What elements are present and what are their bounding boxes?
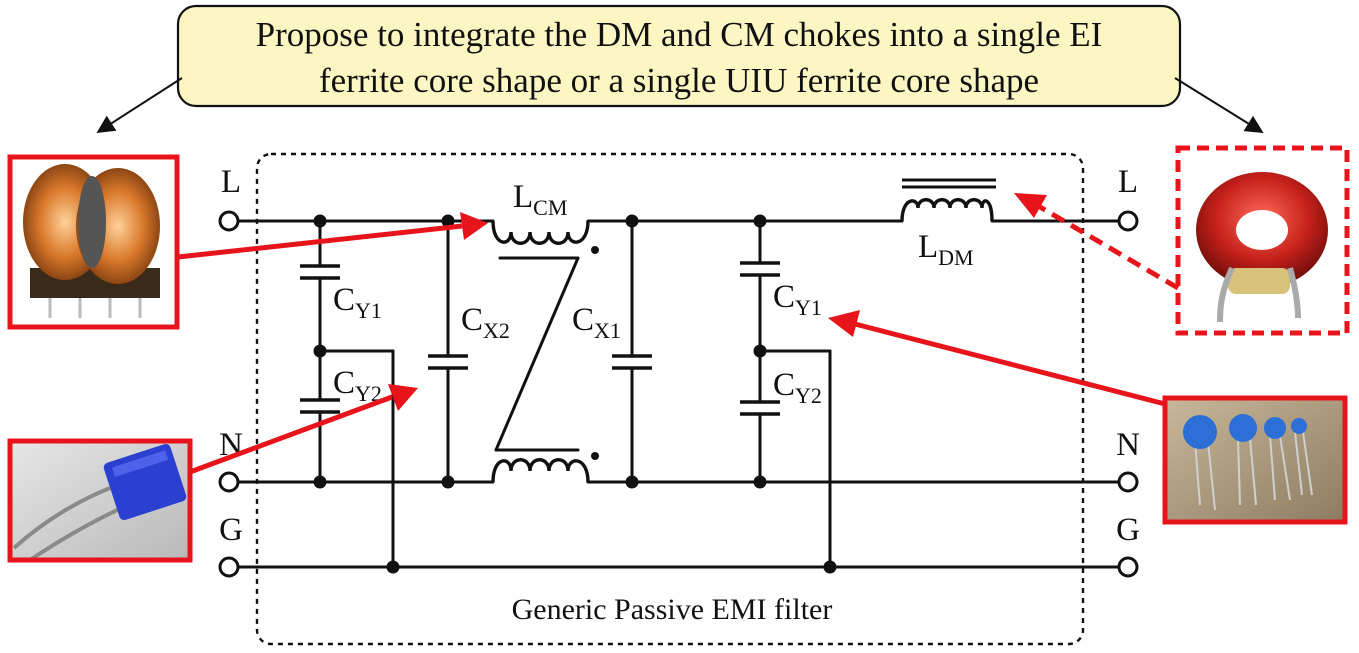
lcm-upper-coil bbox=[491, 220, 590, 245]
wiring bbox=[236, 219, 1121, 569]
photo-film-capacitor bbox=[7, 438, 193, 563]
label-cy2-left: CY2 bbox=[333, 365, 382, 406]
filter-boundary bbox=[255, 152, 1085, 646]
pointer-arrows bbox=[177, 193, 1180, 475]
arrow-ceramic-to-cy1 bbox=[854, 321, 1166, 407]
title-arrow-left bbox=[96, 77, 183, 133]
photo-toroid-inductor bbox=[1175, 145, 1350, 336]
terminal-right-g bbox=[1117, 556, 1139, 578]
terminal-label-right-g: G bbox=[1116, 512, 1140, 548]
arrow-head bbox=[1014, 193, 1047, 218]
inductor-coils bbox=[491, 178, 996, 483]
title-callout: Propose to integrate the DM and CM choke… bbox=[96, 4, 1264, 133]
terminals: L N G L N G bbox=[218, 164, 1140, 578]
label-lcm: LCM bbox=[513, 179, 567, 220]
arrow-toroid-to-ldm bbox=[1038, 204, 1180, 291]
photo-ceramic-capacitors bbox=[1162, 395, 1348, 525]
terminal-label-left-g: G bbox=[219, 512, 243, 548]
title-line-2: ferrite core shape or a single UIU ferri… bbox=[319, 61, 1039, 100]
label-ldm: LDM bbox=[918, 229, 974, 270]
lcm-polarity-dot bbox=[591, 452, 599, 460]
label-cy2-right: CY2 bbox=[773, 367, 822, 408]
label-cy1-left: CY1 bbox=[333, 282, 382, 323]
label-cx1: CX1 bbox=[572, 302, 621, 343]
title-arrow-right bbox=[1174, 77, 1264, 133]
title-box bbox=[176, 4, 1182, 108]
lcm-polarity-dot bbox=[591, 246, 599, 254]
photo-cm-choke bbox=[7, 154, 180, 330]
filter-caption: Generic Passive EMI filter bbox=[512, 593, 833, 626]
terminal-right-n bbox=[1117, 471, 1139, 493]
terminal-left-l bbox=[218, 210, 240, 232]
terminal-right-l bbox=[1117, 210, 1139, 232]
terminal-left-n bbox=[218, 471, 240, 493]
terminal-label-right-n: N bbox=[1116, 427, 1140, 463]
terminal-label-right-l: L bbox=[1118, 164, 1138, 200]
component-labels: LCM LDM CY1 CY2 CX2 CX1 CY1 CY2 bbox=[333, 179, 974, 408]
terminal-label-left-l: L bbox=[221, 164, 241, 200]
ldm-coil bbox=[900, 198, 994, 222]
arrow-cm-choke-to-lcm bbox=[177, 223, 463, 260]
label-cx2: CX2 bbox=[461, 302, 510, 343]
title-line-1: Propose to integrate the DM and CM choke… bbox=[256, 15, 1103, 54]
arrow-head bbox=[388, 384, 418, 411]
capacitor-plates bbox=[300, 261, 780, 416]
label-cy1-right: CY1 bbox=[773, 279, 822, 320]
arrow-head bbox=[460, 212, 488, 240]
lcm-lower-coil bbox=[491, 458, 590, 483]
terminal-left-g bbox=[218, 556, 240, 578]
junction-dots bbox=[313, 214, 837, 574]
arrow-film-cap-to-cx2 bbox=[189, 394, 393, 475]
arrow-head bbox=[828, 310, 860, 337]
